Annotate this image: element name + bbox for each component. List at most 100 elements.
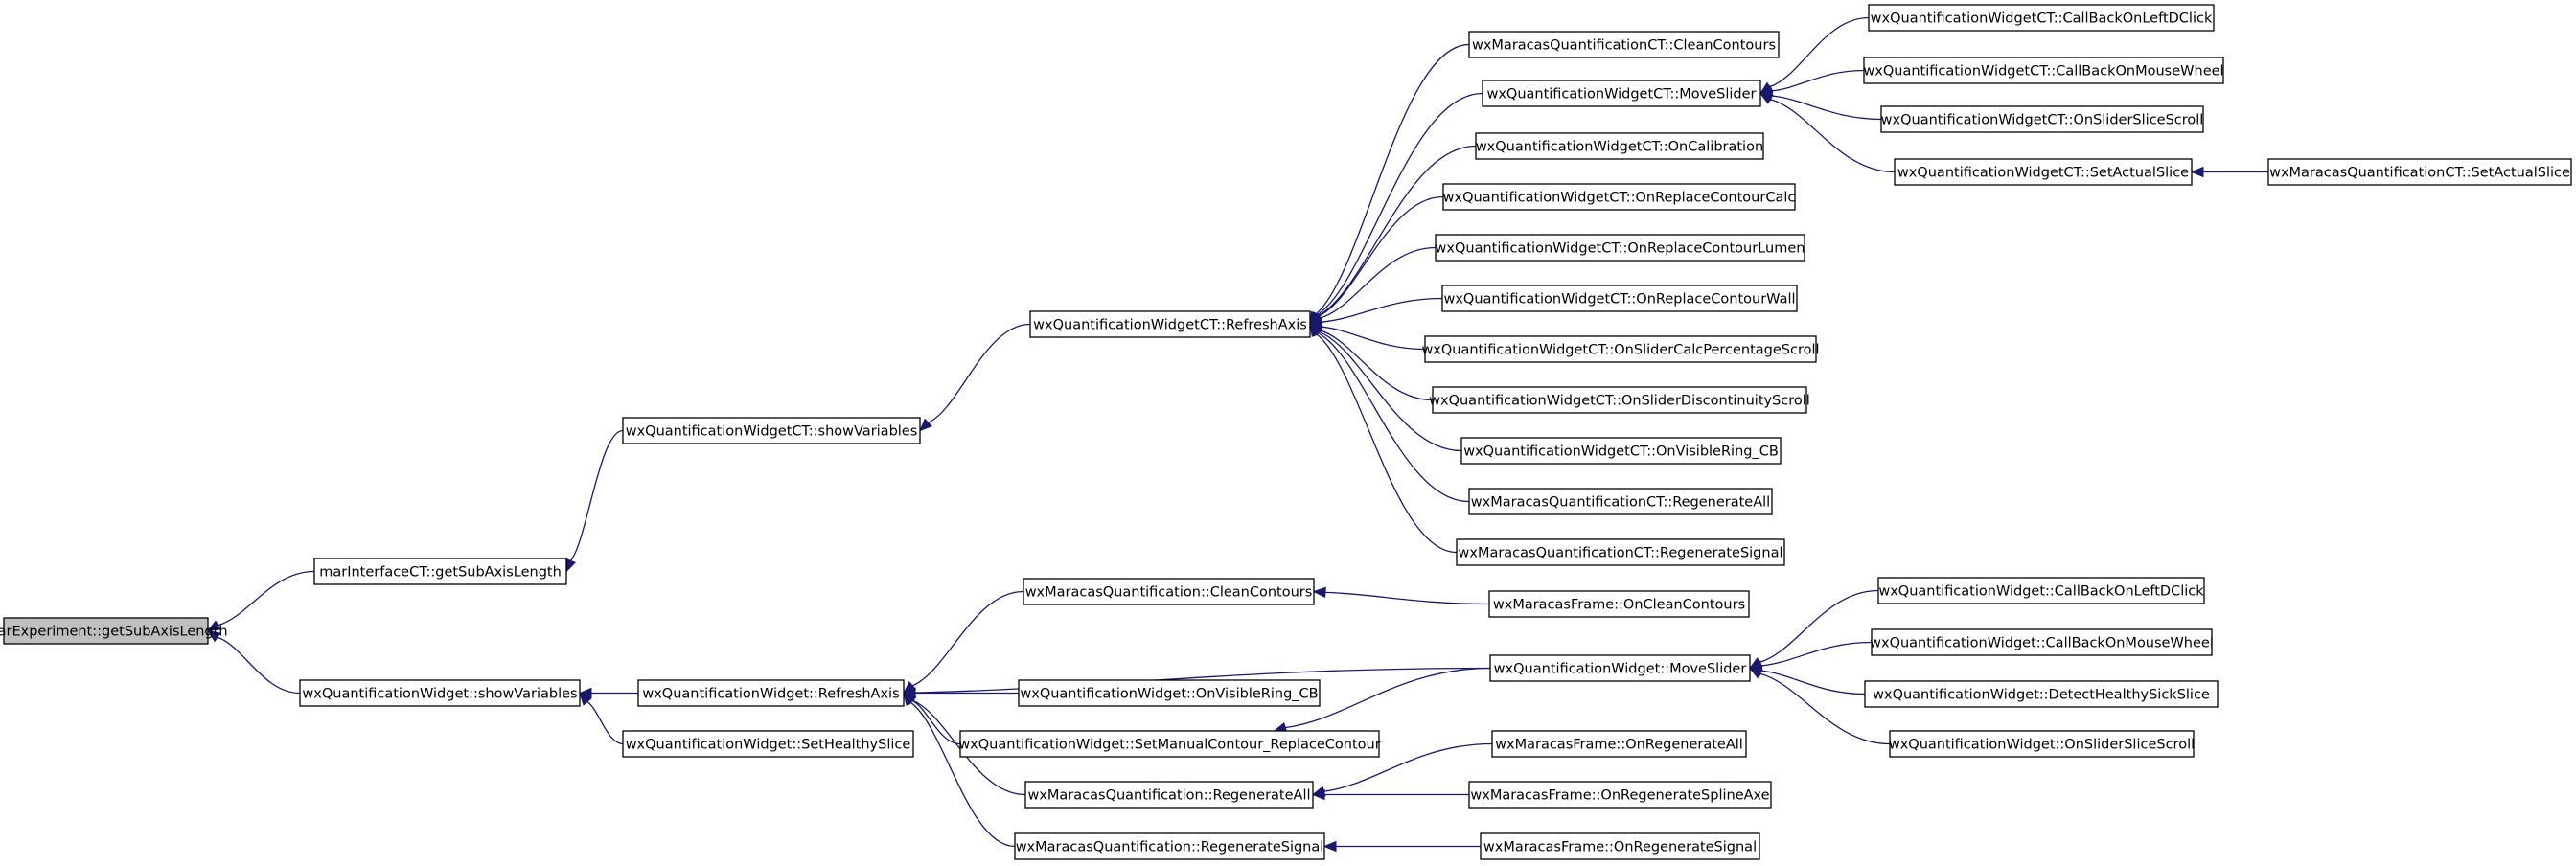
node-box — [1475, 132, 1764, 160]
node-qwct-ring[interactable]: wxQuantificationWidgetCT::OnVisibleRing_… — [1460, 437, 1782, 465]
arrowhead — [2190, 166, 2204, 178]
edge-line — [1324, 591, 1490, 605]
node-qw-showvars[interactable]: wxQuantificationWidget::showVariables — [299, 679, 581, 707]
node-mf-clean[interactable]: wxMaracasFrame::OnCleanContours — [1488, 590, 1750, 618]
edge-qwct-setslice-to-qwct-move — [1759, 92, 1896, 173]
node-qwct-move[interactable]: wxQuantificationWidgetCT::MoveSlider — [1482, 80, 1761, 107]
node-mf-regsig[interactable]: wxMaracasFrame::OnRegenerateSignal — [1480, 832, 1760, 860]
node-box — [1468, 31, 1780, 58]
node-box — [1468, 781, 1772, 809]
edge-qw-sethealthy-to-qw-showvars — [579, 692, 624, 745]
node-box — [1441, 285, 1798, 312]
graph-nodes: marExperiment::getSubAxisLength marInterf… — [0, 4, 2572, 860]
edge-qw-detect-to-qw-move — [1748, 665, 1866, 695]
node-box — [1014, 832, 1325, 860]
node-qwct-showvars[interactable]: wxQuantificationWidgetCT::showVariables — [622, 417, 921, 444]
edge-qwct-refresh-to-qwct-showvars — [919, 323, 1031, 432]
node-qw-move[interactable]: wxQuantificationWidget::MoveSlider — [1489, 654, 1751, 682]
node-qw-sethealthy[interactable]: wxQuantificationWidget::SetHealthySlice — [622, 730, 914, 758]
node-qw-detect[interactable]: wxQuantificationWidget::DetectHealthySic… — [1864, 680, 2219, 708]
edge-line — [1315, 43, 1470, 315]
node-box — [637, 679, 905, 707]
node-mqct-regall[interactable]: wxMaracasQuantificationCT::RegenerateAll — [1468, 488, 1773, 515]
node-qwct-rwall[interactable]: wxQuantificationWidgetCT::OnReplaceConto… — [1441, 285, 1798, 312]
node-label: wxMaracasQuantificationCT::SetActualSlic… — [2269, 166, 2570, 181]
node-label: wxMaracasQuantificationCT::RegenerateAll — [1471, 495, 1770, 511]
node-label: wxQuantificationWidgetCT::CallBackOnMous… — [1863, 64, 2223, 80]
node-qwct-cbleft[interactable]: wxQuantificationWidgetCT::CallBackOnLeft… — [1868, 4, 2215, 32]
node-qwct-cbwheel[interactable]: wxQuantificationWidgetCT::CallBackOnMous… — [1863, 57, 2224, 84]
node-mqct-setslice[interactable]: wxMaracasQuantificationCT::SetActualSlic… — [2267, 158, 2572, 186]
node-box — [1880, 105, 2204, 133]
node-mq-regsig[interactable]: wxMaracasQuantification::RegenerateSigna… — [1014, 832, 1325, 860]
node-qwct-rlumen[interactable]: wxQuantificationWidgetCT::OnReplaceConto… — [1435, 234, 1806, 262]
node-label: wxMaracasQuantification::RegenerateAll — [1027, 788, 1310, 804]
node-label: wxQuantificationWidgetCT::OnReplaceConto… — [1443, 292, 1795, 308]
node-qwct-sslice[interactable]: wxQuantificationWidgetCT::OnSliderSliceS… — [1880, 105, 2204, 133]
node-label: wxMaracasQuantification::RegenerateSigna… — [1016, 840, 1324, 855]
node-label: wxQuantificationWidgetCT::OnSliderSliceS… — [1881, 113, 2204, 128]
edge-line — [914, 667, 1491, 694]
node-qw-cbwheel[interactable]: wxQuantificationWidget::CallBackOnMouseW… — [1870, 628, 2214, 656]
edge-qwct-showvars-to-mi-gsal — [565, 429, 624, 573]
node-box — [1435, 234, 1806, 262]
edge-mqct-setslice-to-qwct-setslice — [2190, 166, 2268, 178]
node-box — [1442, 183, 1796, 211]
node-qwct-scalc[interactable]: wxQuantificationWidgetCT::OnSliderCalcPe… — [1421, 335, 1820, 363]
node-box — [299, 679, 581, 707]
node-box — [1489, 654, 1751, 682]
node-qwct-refresh[interactable]: wxQuantificationWidgetCT::RefreshAxis — [1029, 310, 1311, 338]
node-mq-regall[interactable]: wxMaracasQuantification::RegenerateAll — [1024, 781, 1314, 809]
arrowhead — [579, 692, 592, 706]
arrowhead — [1311, 788, 1325, 801]
edge-line — [1285, 667, 1491, 729]
node-box — [1871, 628, 2213, 656]
edge-line — [928, 323, 1031, 423]
node-label: wxQuantificationWidgetCT::OnVisibleRing_… — [1463, 444, 1779, 460]
node-mqct-regsig[interactable]: wxMaracasQuantificationCT::RegenerateSig… — [1456, 538, 1785, 566]
edge-qw-cbwheel-to-qw-move — [1748, 641, 1873, 672]
edge-line — [1318, 330, 1462, 452]
node-label: wxMaracasQuantification::CleanContours — [1025, 585, 1313, 601]
edge-line — [909, 701, 1016, 848]
edge-line — [1323, 742, 1493, 792]
node-mf-regall[interactable]: wxMaracasFrame::OnRegenerateAll — [1491, 730, 1747, 758]
edge-qw-cbleft-to-qw-move — [1748, 589, 1879, 670]
node-qw-ring[interactable]: wxQuantificationWidget::OnVisibleRing_CB — [1018, 679, 1321, 707]
edge-mq-regsig-to-qw-refresh — [903, 692, 1016, 848]
node-label: wxQuantificationWidget::DetectHealthySic… — [1873, 688, 2210, 703]
arrowhead — [1748, 667, 1763, 679]
edge-qw-sslice-to-qw-move — [1748, 667, 1891, 745]
edge-line — [217, 636, 301, 695]
node-qw-cbleft[interactable]: wxQuantificationWidget::CallBackOnLeftDC… — [1877, 577, 2205, 604]
node-box — [1029, 310, 1311, 338]
node-qwct-calib[interactable]: wxQuantificationWidgetCT::OnCalibration — [1475, 132, 1764, 160]
node-box — [959, 730, 1380, 758]
node-qwct-rcalc[interactable]: wxQuantificationWidgetCT::OnReplaceConto… — [1442, 183, 1796, 211]
edge-line — [1321, 326, 1426, 351]
node-qwct-sdisc[interactable]: wxQuantificationWidgetCT::OnSliderDiscon… — [1429, 386, 1810, 414]
arrowhead — [565, 558, 576, 573]
node-box — [1018, 679, 1321, 707]
node-qw-sslice[interactable]: wxQuantificationWidget::OnSliderSliceScr… — [1889, 730, 2195, 758]
node-qwct-setslice[interactable]: wxQuantificationWidgetCT::SetActualSlice — [1894, 158, 2193, 186]
node-label: wxQuantificationWidget::OnSliderSliceScr… — [1889, 738, 2195, 753]
node-mf-regspline[interactable]: wxMaracasFrame::OnRegenerateSplineAxe — [1468, 781, 1772, 809]
arrowhead — [919, 418, 932, 432]
edge-line — [586, 701, 624, 745]
edge-qw-refresh-to-qw-showvars — [578, 687, 638, 699]
node-root[interactable]: marExperiment::getSubAxisLength — [0, 617, 228, 645]
node-label: wxMaracasQuantificationCT::RegenerateSig… — [1459, 546, 1783, 561]
edge-line — [1769, 16, 1870, 88]
node-box — [1460, 437, 1782, 465]
node-box — [3, 617, 209, 645]
node-qw-setmanual[interactable]: wxQuantificationWidget::SetManualContour… — [958, 730, 1381, 758]
node-qw-refresh[interactable]: wxQuantificationWidget::RefreshAxis — [637, 679, 905, 707]
node-mq-clean[interactable]: wxMaracasQuantification::CleanContours — [1023, 578, 1315, 605]
node-mi-gsal[interactable]: marInterfaceCT::getSubAxisLength — [313, 558, 567, 585]
arrowhead — [1322, 840, 1337, 853]
node-mqct-clean[interactable]: wxMaracasQuantificationCT::CleanContours — [1468, 31, 1780, 58]
node-label: wxQuantificationWidgetCT::MoveSlider — [1486, 87, 1756, 103]
node-box — [2267, 158, 2572, 186]
edge-line — [1320, 330, 1434, 401]
